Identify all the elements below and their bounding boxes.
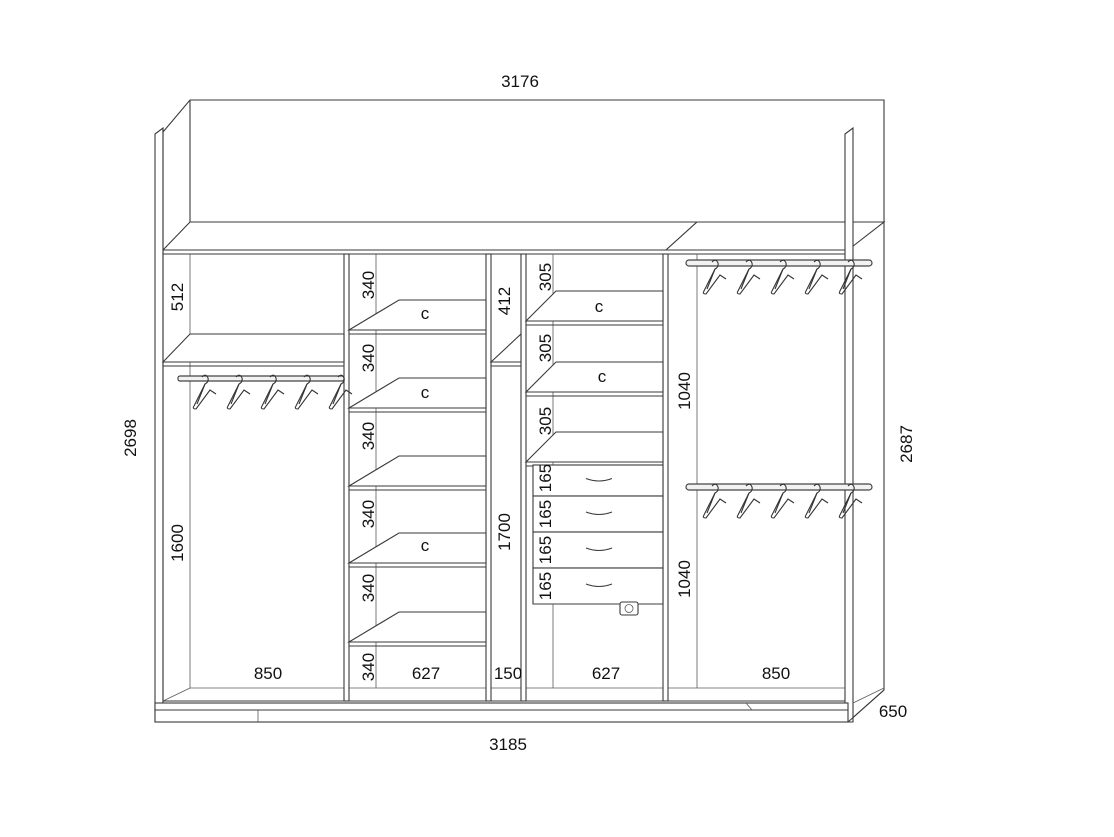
- hangers2-hanger-inner-3: [774, 268, 784, 290]
- dim-sec4-drawer-3: 165: [536, 536, 555, 564]
- section-3: [489, 332, 522, 367]
- dim-sec1-bottom: 1600: [168, 524, 187, 562]
- socket-ring: [624, 604, 634, 613]
- dim-sec3-top: 412: [495, 287, 514, 315]
- dim-sec4-shelf-2: 305: [536, 334, 555, 362]
- dim-sec5-top: 1040: [675, 372, 694, 410]
- hangers3-hanger-inner-2: [740, 492, 750, 514]
- shelf-mark-3: c: [421, 536, 430, 555]
- hangers3-hanger-5: [838, 483, 863, 519]
- hangers-1: [192, 374, 353, 410]
- hangers3-hanger-inner-3: [774, 492, 784, 514]
- shelf-mark-2: c: [421, 383, 430, 402]
- hangers-2: [702, 259, 863, 295]
- hangers1-hanger-4: [294, 374, 319, 410]
- sec4-shelf-3: [524, 431, 664, 463]
- hangers3-hanger-inner-1: [706, 492, 716, 514]
- hangers1-hanger-5: [328, 374, 353, 410]
- dim-top-width: 3176: [501, 72, 539, 91]
- dim-sec2-shelf-6: 340: [359, 653, 378, 681]
- sec2-shelf-4: [347, 532, 487, 564]
- sec2-shelf-3: [347, 455, 487, 487]
- hangers1-hanger-inner-1: [196, 383, 206, 405]
- dim-sec3-width: 150: [494, 664, 522, 683]
- dim-sec2-width: 627: [412, 664, 440, 683]
- sec2-shelf-2: [347, 377, 487, 409]
- hangers1-hanger-inner-2: [230, 383, 240, 405]
- hangers3-hanger-2: [736, 483, 761, 519]
- dim-sec2-shelf-2: 340: [359, 344, 378, 372]
- shelf-mark-5: c: [598, 367, 607, 386]
- wardrobe-carcass: [154, 99, 886, 723]
- dim-sec5-bottom: 1040: [675, 560, 694, 598]
- hangers2-hanger-4: [804, 259, 829, 295]
- hangers2-hanger-inner-5: [842, 268, 852, 290]
- drawer-handle-3: [585, 547, 613, 552]
- dim-sec5-width: 850: [762, 664, 790, 683]
- hangers3-hanger-inner-4: [808, 492, 818, 514]
- hangers-3: [702, 483, 863, 519]
- section-5: [685, 259, 873, 519]
- dim-sec4-shelf-3: 305: [536, 407, 555, 435]
- drawer-handle-2: [585, 511, 613, 516]
- shelf-mark-4: c: [595, 297, 604, 316]
- dim-sec1-top: 512: [168, 283, 187, 311]
- socket-icon: [619, 601, 639, 616]
- hangers2-hanger-5: [838, 259, 863, 295]
- dim-right-height: 2687: [897, 425, 916, 463]
- dimension-labels: 3176 3185 2698 2687 650 512 1600 850 340…: [121, 72, 916, 754]
- dim-left-height: 2698: [121, 419, 140, 457]
- hangers1-hanger-inner-4: [298, 383, 308, 405]
- hangers3-hanger-inner-5: [842, 492, 852, 514]
- hangers1-hanger-inner-5: [332, 383, 342, 405]
- hangers1-hanger-1: [192, 374, 217, 410]
- hangers2-hanger-1: [702, 259, 727, 295]
- hangers2-hanger-3: [770, 259, 795, 295]
- dim-sec2-shelf-4: 340: [359, 500, 378, 528]
- shelf-mark-1: c: [421, 304, 430, 323]
- dim-bottom-width: 3185: [489, 735, 527, 754]
- section-1: [161, 333, 353, 410]
- hangers2-hanger-2: [736, 259, 761, 295]
- hangers1-hanger-3: [260, 374, 285, 410]
- hangers1-hanger-inner-3: [264, 383, 274, 405]
- sec4-shelf-2: [524, 361, 664, 393]
- hangers2-hanger-inner-4: [808, 268, 818, 290]
- section-2: [347, 299, 487, 647]
- hangers2-hanger-inner-2: [740, 268, 750, 290]
- hangers3-hanger-4: [804, 483, 829, 519]
- drawer-handle-4: [585, 583, 613, 588]
- dim-sec2-shelf-3: 340: [359, 422, 378, 450]
- hangers3-hanger-3: [770, 483, 795, 519]
- dim-sec2-shelf-1: 340: [359, 271, 378, 299]
- sec4-shelf-1: [524, 290, 664, 322]
- dim-sec4-drawer-1: 165: [536, 464, 555, 492]
- sec2-shelf-1: [347, 299, 487, 331]
- hangers3-hanger-1: [702, 483, 727, 519]
- sec2-shelf-5: [347, 611, 487, 643]
- dim-sec4-shelf-1: 305: [536, 263, 555, 291]
- dim-sec1-width: 850: [254, 664, 282, 683]
- drawer-handle-1: [585, 477, 613, 482]
- hangers2-hanger-inner-1: [706, 268, 716, 290]
- hangers1-hanger-2: [226, 374, 251, 410]
- hanging-rod-2: [685, 259, 873, 267]
- dim-sec3-bottom: 1700: [495, 513, 514, 551]
- section-4: [524, 290, 664, 616]
- dim-depth: 650: [879, 702, 907, 721]
- dim-sec4-drawer-2: 165: [536, 500, 555, 528]
- hanging-rod-3: [685, 483, 873, 491]
- dim-sec2-shelf-5: 340: [359, 574, 378, 602]
- dim-sec4-drawer-4: 165: [536, 572, 555, 600]
- dim-sec4-width: 627: [592, 664, 620, 683]
